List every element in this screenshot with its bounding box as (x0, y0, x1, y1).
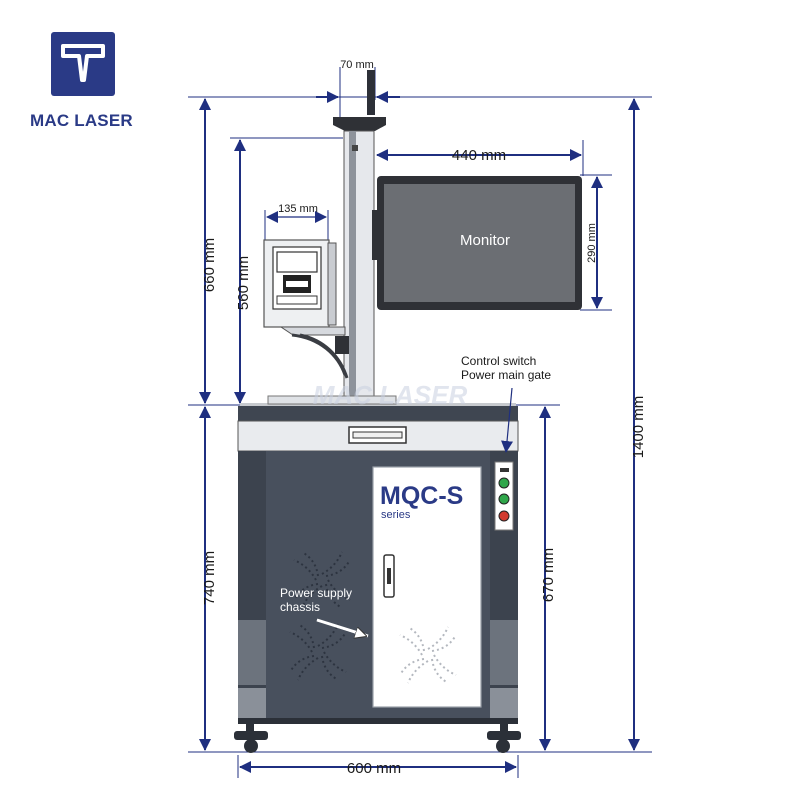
dim-upper-inner: 560 mm (235, 256, 252, 310)
control-pointer (501, 387, 514, 453)
green-button (498, 477, 510, 489)
monitor-screen (384, 184, 575, 302)
laser-unit: Monitor (263, 70, 582, 409)
control-label-line1: Control switch (461, 354, 536, 368)
model-name: MQC-S (380, 482, 463, 510)
caster-wheel-icon (487, 722, 521, 753)
watermark: MAC LASER (313, 380, 468, 410)
dim-head-width: 135 mm (278, 203, 318, 215)
dim-upper-outer: 660 mm (201, 238, 218, 292)
dim-base-width: 600 mm (347, 760, 401, 777)
caster-wheel-icon (234, 722, 268, 753)
fiber-cable (367, 70, 375, 115)
red-button (498, 510, 510, 522)
power-pointer (316, 619, 366, 636)
cabinet-top (238, 406, 518, 421)
mac-laser-logo-icon (51, 32, 115, 96)
power-label-line2: chassis (280, 600, 320, 614)
dim-monitor-width: 440 mm (452, 147, 506, 164)
dim-cabinet-height: 740 mm (201, 551, 218, 605)
control-label-line2: Power main gate (461, 368, 551, 382)
dimension-arrows (199, 91, 640, 773)
brand-name: MAC LASER (30, 111, 133, 130)
dim-total-height: 1400 mm (630, 396, 647, 459)
dim-door-height: 670 mm (540, 548, 557, 602)
model-series: series (381, 509, 411, 521)
dim-column-width: 70 mm (340, 59, 374, 71)
power-label-line1: Power supply (280, 586, 352, 600)
lifting-column (343, 130, 375, 409)
monitor-label: Monitor (460, 232, 510, 249)
column-cap (333, 117, 386, 131)
work-table (267, 395, 397, 405)
dim-monitor-height: 290 mm (586, 223, 598, 263)
green-button (498, 493, 510, 505)
cabinet: MQC-S series (234, 395, 521, 753)
